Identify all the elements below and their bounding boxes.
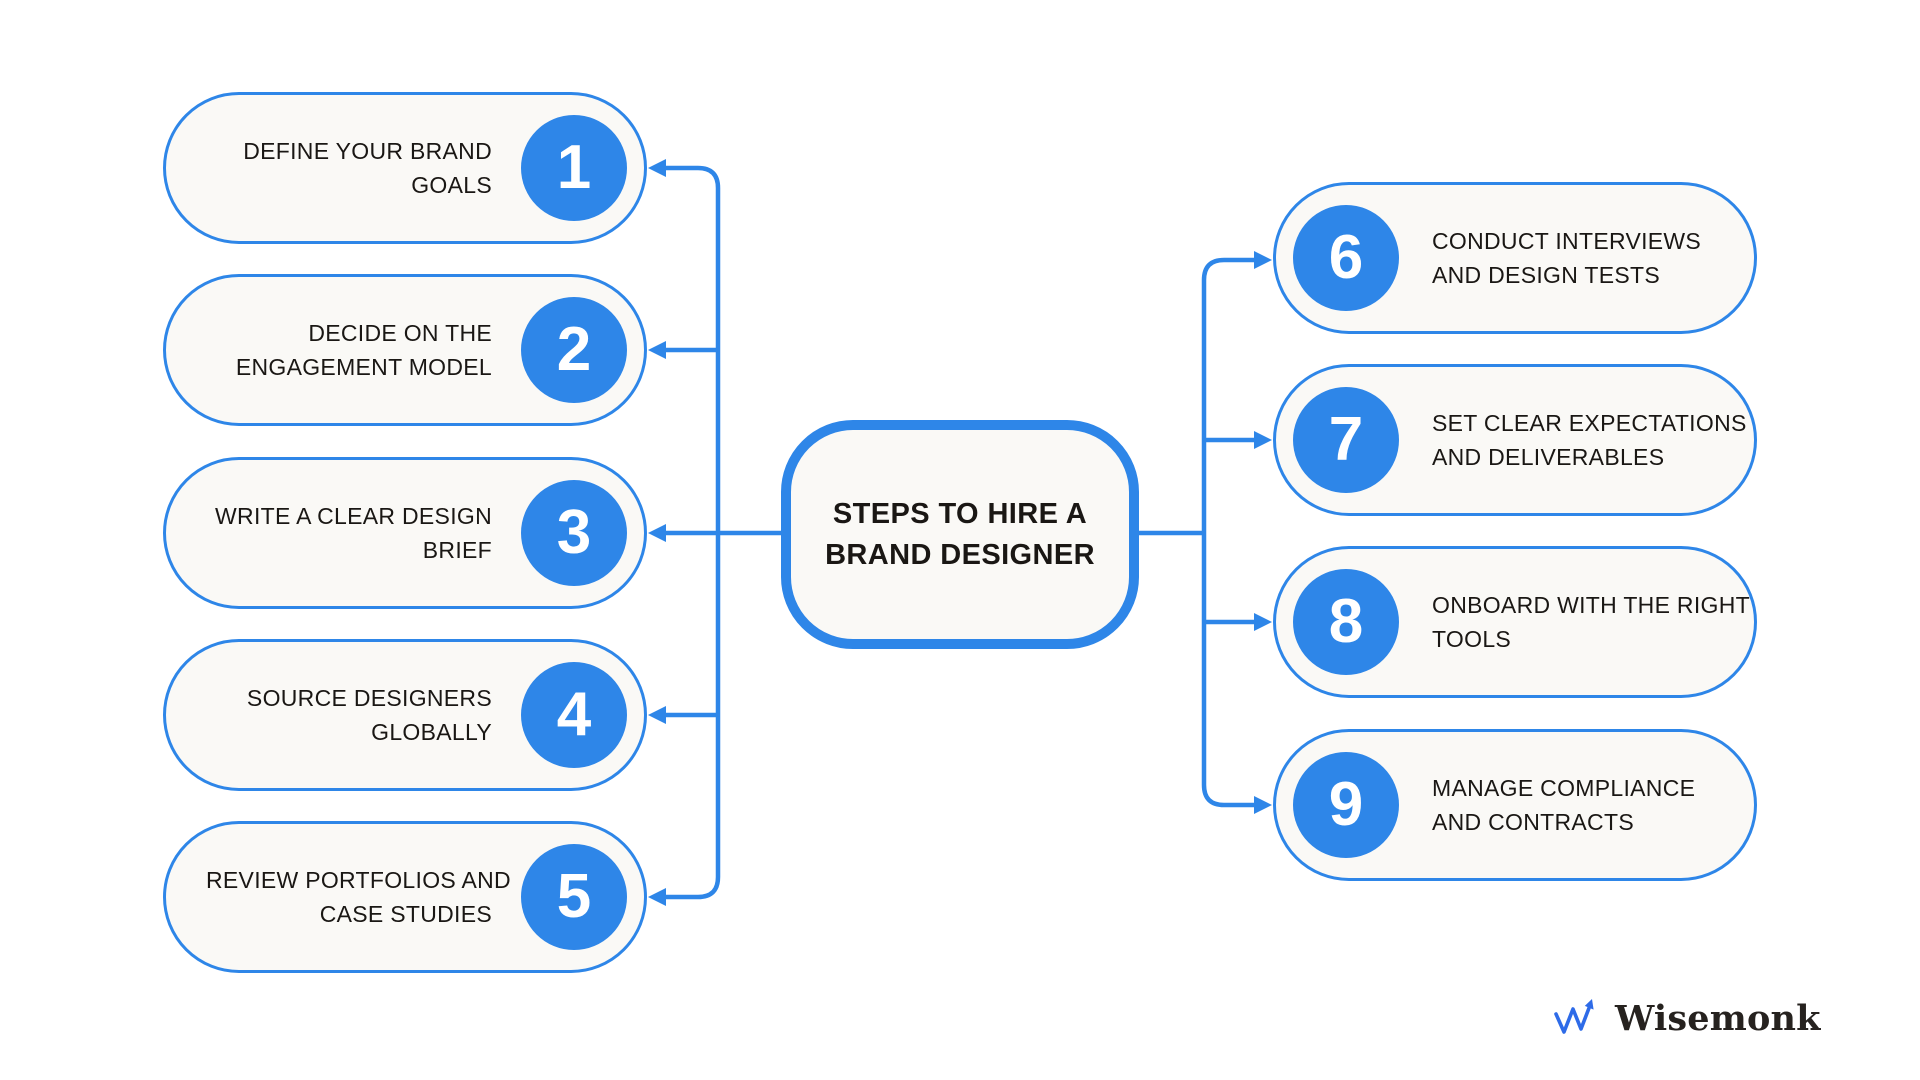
center-title-line: BRAND DESIGNER: [825, 538, 1095, 571]
step-label-line: GOALS: [411, 172, 492, 198]
step-label-line: ENGAGEMENT MODEL: [235, 354, 492, 380]
step-label: ONBOARD WITH THE RIGHT TOOLS: [1432, 588, 1750, 656]
right-branch-9: [1201, 533, 1256, 808]
arrowhead-step-1: [648, 159, 666, 177]
step-label-line: CASE STUDIES: [319, 901, 492, 927]
step-label-line: MANAGE COMPLIANCE: [1432, 775, 1696, 801]
logo-mark-icon: [1554, 999, 1594, 1034]
step-label: SET CLEAR EXPECTATIONS AND DELIVERABLES: [1432, 406, 1747, 474]
step-pill-2: DECIDE ON THE ENGAGEMENT MODEL 2: [163, 274, 647, 426]
step-number-badge: 4: [521, 662, 627, 768]
arrowhead-step-3: [648, 524, 666, 542]
step-number-badge: 1: [521, 115, 627, 221]
step-label-line: DECIDE ON THE: [308, 320, 492, 346]
step-pill-4: SOURCE DESIGNERS GLOBALLY 4: [163, 639, 647, 791]
arrowhead-step-2: [648, 341, 666, 359]
step-label-line: ONBOARD WITH THE RIGHT: [1432, 592, 1750, 618]
step-number-badge: 2: [521, 297, 627, 403]
arrowhead-step-6: [1254, 251, 1272, 269]
step-pill-6: 6 CONDUCT INTERVIEWS AND DESIGN TESTS: [1273, 182, 1757, 334]
step-number-badge: 7: [1293, 387, 1399, 493]
step-label-line: AND CONTRACTS: [1432, 809, 1634, 835]
step-label-line: BRIEF: [422, 537, 492, 563]
step-pill-1: DEFINE YOUR BRAND GOALS 1: [163, 92, 647, 244]
step-number-badge: 9: [1293, 752, 1399, 858]
step-label-line: AND DELIVERABLES: [1432, 444, 1665, 470]
step-label-line: SET CLEAR EXPECTATIONS: [1432, 410, 1747, 436]
step-number-badge: 3: [521, 480, 627, 586]
center-title-line: STEPS TO HIRE A: [832, 497, 1088, 530]
step-label: REVIEW PORTFOLIOS AND CASE STUDIES: [206, 863, 511, 931]
step-label-line: AND DESIGN TESTS: [1432, 262, 1661, 288]
arrowhead-step-9: [1254, 796, 1272, 814]
step-pill-9: 9 MANAGE COMPLIANCE AND CONTRACTS: [1273, 729, 1757, 881]
step-label: CONDUCT INTERVIEWS AND DESIGN TESTS: [1432, 224, 1718, 292]
arrowhead-step-7: [1254, 431, 1272, 449]
arrowhead-step-8: [1254, 613, 1272, 631]
center-title-node: STEPS TO HIRE A BRAND DESIGNER: [781, 420, 1139, 649]
step-label: SOURCE DESIGNERS GLOBALLY: [206, 681, 492, 749]
right-branch-6: [1201, 257, 1256, 533]
step-pill-5: REVIEW PORTFOLIOS AND CASE STUDIES 5: [163, 821, 647, 973]
step-label: WRITE A CLEAR DESIGN BRIEF: [206, 499, 492, 567]
step-pill-8: 8 ONBOARD WITH THE RIGHT TOOLS: [1273, 546, 1757, 698]
step-label: MANAGE COMPLIANCE AND CONTRACTS: [1432, 771, 1718, 839]
step-label-line: DEFINE YOUR BRAND: [243, 138, 492, 164]
step-label-line: GLOBALLY: [371, 719, 492, 745]
step-pill-7: 7 SET CLEAR EXPECTATIONS AND DELIVERABLE…: [1273, 364, 1757, 516]
step-label-line: REVIEW PORTFOLIOS AND: [206, 867, 511, 893]
step-number-badge: 8: [1293, 569, 1399, 675]
step-label: DECIDE ON THE ENGAGEMENT MODEL: [206, 316, 492, 384]
step-label: DEFINE YOUR BRAND GOALS: [206, 134, 492, 202]
arrowhead-step-5: [648, 888, 666, 906]
step-label-line: TOOLS: [1432, 626, 1512, 652]
step-label-line: WRITE A CLEAR DESIGN: [215, 503, 492, 529]
step-label-line: SOURCE DESIGNERS: [246, 685, 492, 711]
step-label-line: CONDUCT INTERVIEWS: [1432, 228, 1702, 254]
arrowhead-step-4: [648, 706, 666, 724]
logo-wordmark: Wisemonk: [1615, 997, 1821, 1039]
step-number-badge: 6: [1293, 205, 1399, 311]
step-number-badge: 5: [521, 844, 627, 950]
wisemonk-logo: Wisemonk: [1553, 996, 1821, 1040]
step-pill-3: WRITE A CLEAR DESIGN BRIEF 3: [163, 457, 647, 609]
